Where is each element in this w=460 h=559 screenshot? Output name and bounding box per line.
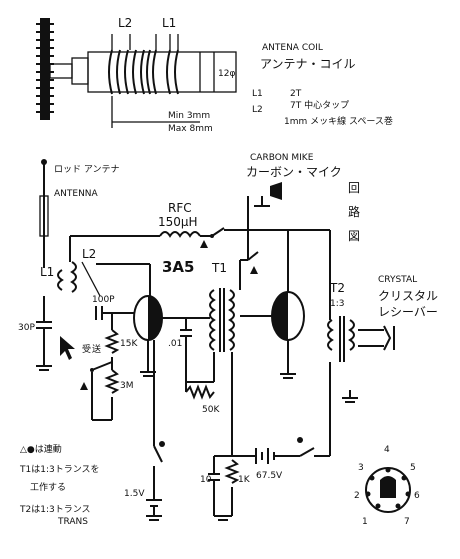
coil-l1-spec: 2T [290,89,302,99]
transformer-t1 [209,288,235,352]
coil-winding-l2 [108,49,157,95]
ground-icon [36,365,52,371]
tube-3a5-right [271,291,305,341]
carbon-mike-en: CARBON MIKE [250,153,314,163]
c-30p-label: 30P [18,323,35,333]
r-3m [104,369,120,394]
coil-knob-icon [36,18,54,120]
r-50k-label: 50K [202,405,220,415]
coil-title-en: ANTENA COIL [262,43,323,53]
carbon-mike-jp: カーボン・マイク [246,165,342,179]
coil-min-gap: Min 3mm [168,111,210,121]
coil-detail-drawing: L2 L1 12φ Min 3mm Max 8mm [36,16,237,134]
crystal-en: CRYSTAL [378,275,417,285]
coil-winding-l1 [166,49,179,95]
coil-diameter: 12φ [218,69,235,79]
crystal-jp-2: レシーバー [378,305,438,319]
t2-label: T2 [329,281,345,295]
c-100p-label: 100P [92,295,115,305]
r-50k [185,384,215,400]
l1-label: L1 [40,265,54,279]
socket-pin-2: 2 [354,491,360,501]
c-10-label: 10 [200,475,212,485]
coil-l1-label: L1 [162,16,176,30]
coil-wire-spec: 1mm メッキ線 スペース巻 [284,115,393,127]
l1-coil [57,269,64,291]
r-1k [224,459,240,484]
l2-coil [70,261,77,293]
rfc-inductor [159,231,201,238]
coil-max-gap: Max 8mm [168,124,213,134]
tube-socket-pinout [365,467,411,513]
antenna-label-jp: ロッド アンテナ [54,164,120,175]
batt-675-label: 67.5V [256,471,283,481]
coil-l2-spec: 7T 中心タップ [290,99,349,111]
r-15k [104,329,120,354]
note-line-5: TRANS [57,517,88,527]
r-3m-label: 3M [120,381,134,391]
b-plus-switch [297,437,315,457]
batt-15-label: 1.5V [124,489,145,499]
switch-send-label: 送 [92,343,101,355]
ground-icon [146,515,162,521]
r-15k-label: 15K [120,339,138,349]
switch-recv-label: 受 [82,343,91,355]
rfc-value: 150μH [158,215,198,229]
socket-pin-1: 1 [362,517,368,527]
coil-l1-spec-name: L1 [252,89,263,99]
rod-antenna-icon [39,159,49,268]
socket-pin-5: 5 [410,463,416,473]
c-01-label: .01 [168,339,182,349]
tr-switch [80,361,113,390]
microphone-icon [254,182,282,207]
coil-title-jp: アンテナ・コイル [260,57,356,71]
ground-icon [280,373,296,379]
title-char-3: 図 [348,229,360,243]
tube-label: 3A5 [162,258,194,276]
t1-label: T1 [211,261,227,275]
note-line-3: 工作する [30,481,66,493]
title-char-1: 回 [348,181,360,195]
socket-pin-4: 4 [384,445,390,455]
tube-3a5-left [133,295,163,341]
transformer-t2 [327,316,355,362]
antenna-label-en: ANTENNA [54,189,99,199]
rfc-switch [200,227,225,248]
crystal-jp-1: クリスタル [378,289,438,303]
ground-icon [342,397,358,403]
note-line-4: T2は1:3トランス [19,504,91,515]
filament-switch [153,441,165,463]
socket-pin-3: 3 [358,463,364,473]
ground-icon [215,515,231,521]
rfc-label: RFC [168,201,192,215]
diagram-title-vertical: 回 路 図 [348,181,360,243]
note-line-1: △●は連動 [20,443,62,455]
note-line-2: T1は1:3トランスを [19,464,100,475]
r-1k-label: 1K [238,475,251,485]
mike-switch [247,251,259,274]
t2-ratio: 1:3 [330,299,344,309]
coil-l2-spec-name: L2 [252,105,263,115]
battery-67-5v [255,448,275,464]
battery-1-5v [146,499,162,507]
socket-pin-6: 6 [414,491,420,501]
crystal-receiver-icon [358,325,395,351]
coil-l2-label: L2 [118,16,132,30]
l2-label: L2 [82,247,96,261]
socket-pin-7: 7 [404,517,410,527]
title-char-2: 路 [348,204,360,219]
pointer-cursor-icon [60,336,75,360]
